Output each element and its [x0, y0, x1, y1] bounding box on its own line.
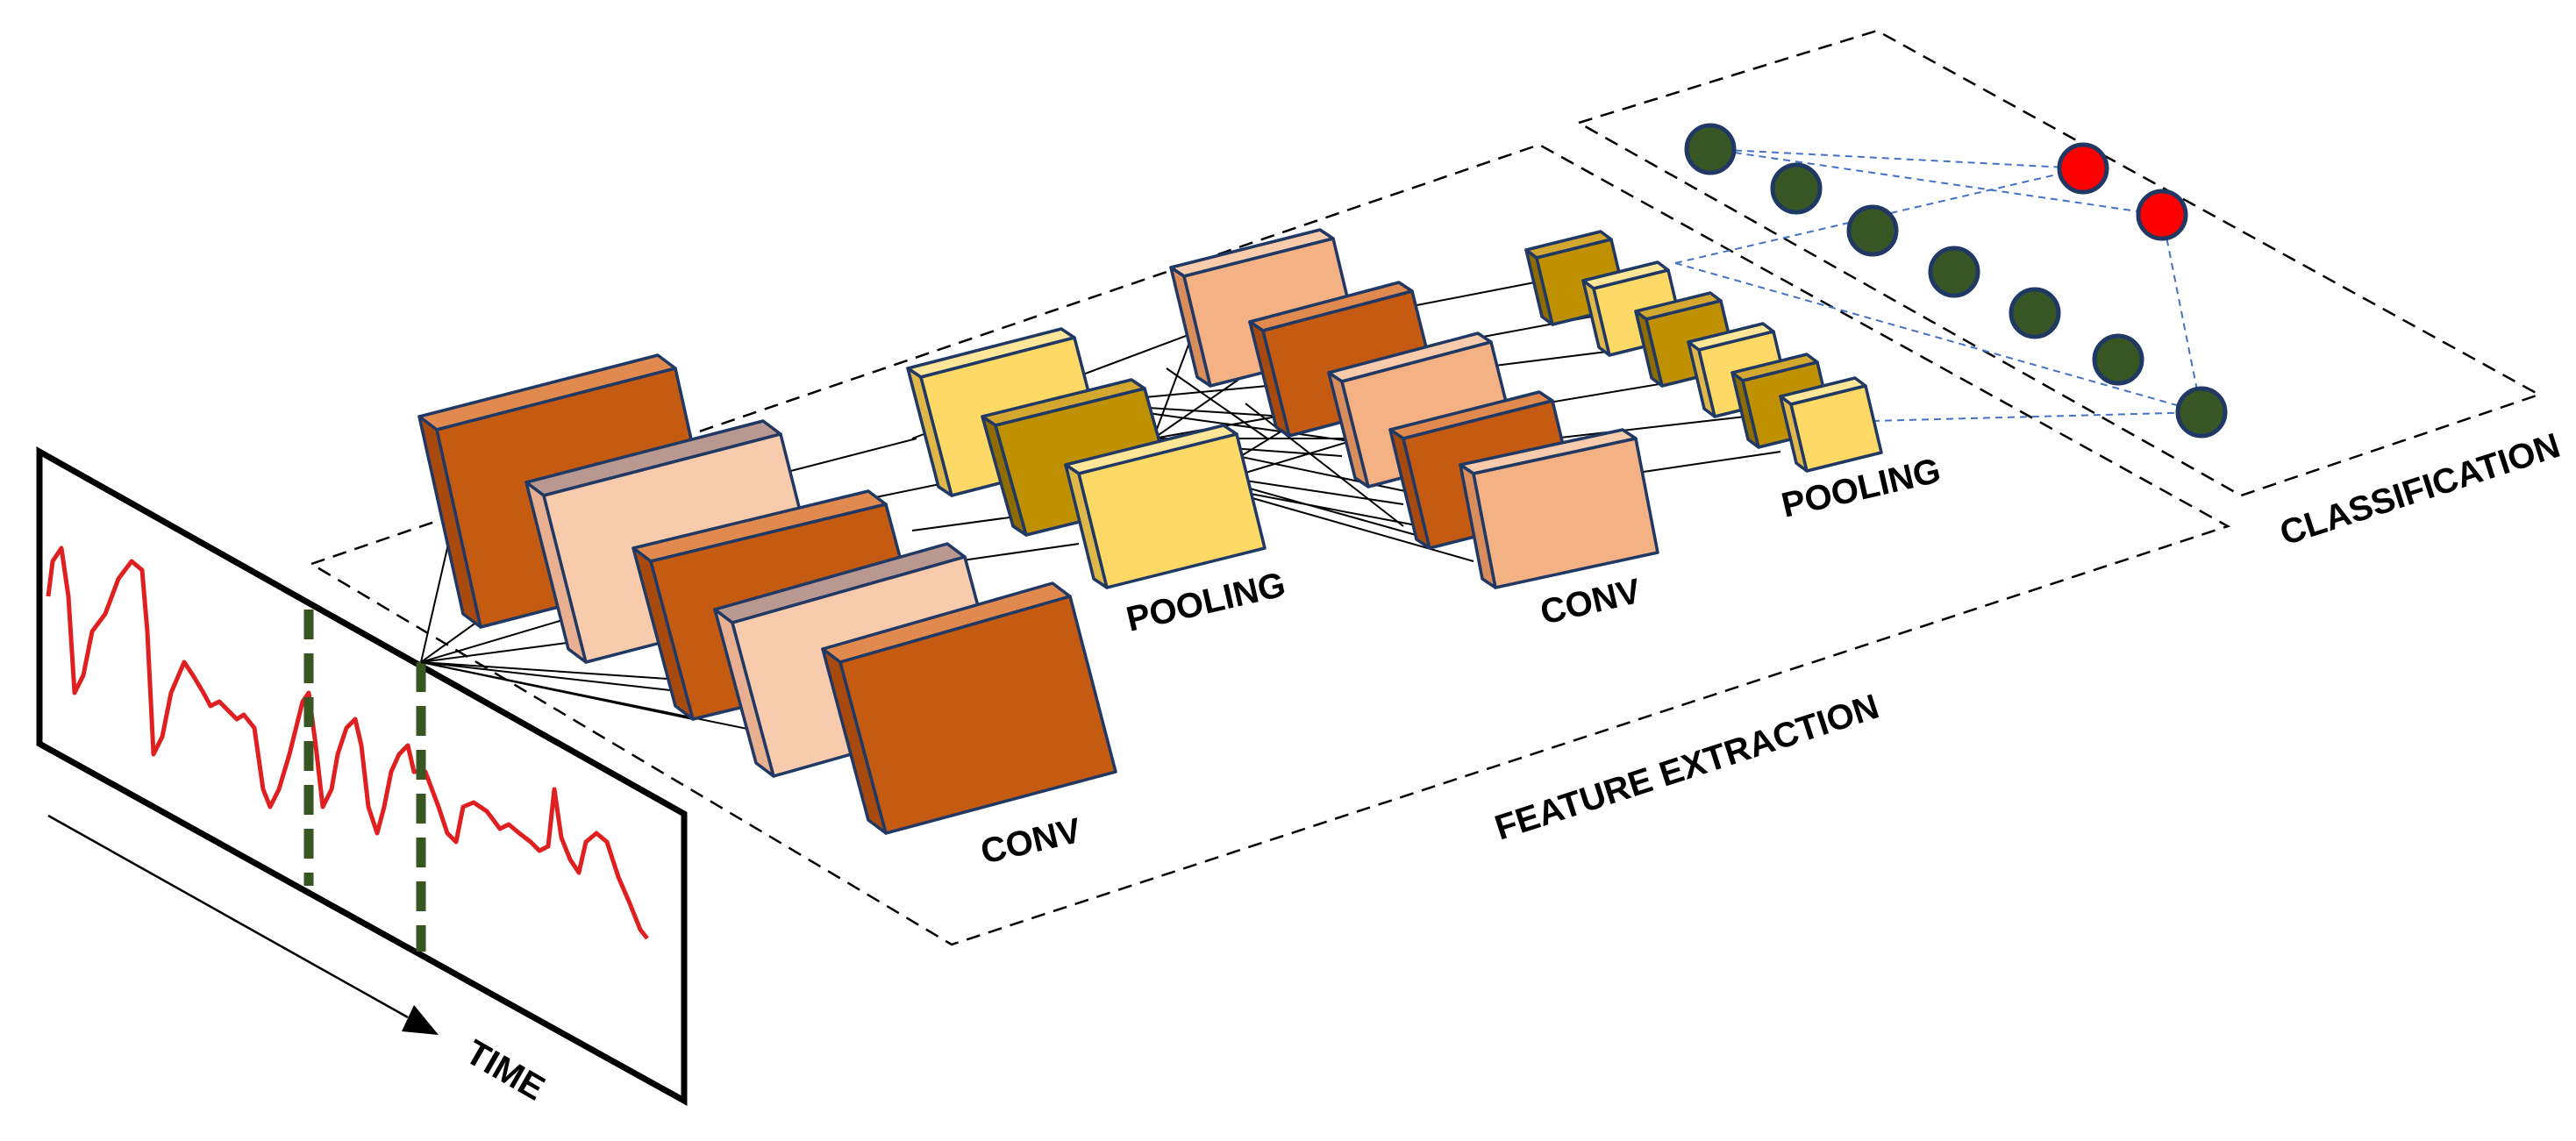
output-node: [2057, 142, 2109, 195]
conv2-map-5: [1459, 428, 1659, 589]
dense-node: [2175, 386, 2228, 439]
pool2-feature-maps: [1524, 230, 1883, 473]
feature-extraction-region: [309, 143, 2231, 946]
input-signal-panel: [36, 446, 688, 1106]
time-label: TIME: [460, 1033, 552, 1109]
pool1-map-3: [1064, 424, 1267, 589]
output-node: [2136, 189, 2188, 241]
dense-node: [2092, 333, 2144, 386]
pool2-map-6: [1779, 376, 1883, 473]
conv2-label: CONV: [1537, 572, 1645, 632]
dense-node: [1846, 204, 1899, 257]
time-series-signal: [46, 546, 649, 940]
dense-node: [1928, 246, 1980, 298]
feature-extraction-label: FEATURE EXTRACTION: [1490, 687, 1883, 847]
dense-layer-nodes: [1684, 123, 2228, 439]
signal-panel-frame: [36, 446, 688, 1106]
classification-label: CLASSIFICATION: [2275, 426, 2565, 553]
classification-region: [1575, 29, 2543, 497]
output-layer-nodes: [2057, 142, 2188, 241]
pool1-feature-maps: [906, 327, 1267, 589]
time-axis-arrowhead: [402, 1005, 439, 1035]
dense-node: [1684, 123, 1737, 175]
dense-node: [2009, 287, 2061, 339]
time-axis-line: [47, 814, 409, 1019]
conv1-label: CONV: [977, 811, 1085, 872]
conv1-feature-maps: [417, 353, 1117, 835]
dense-node: [1770, 162, 1823, 215]
dense-connections: [1674, 148, 2202, 422]
conv1-map-5: [821, 581, 1117, 835]
conv2-map-3: [1327, 332, 1519, 488]
conv2-feature-maps: [1169, 228, 1659, 589]
